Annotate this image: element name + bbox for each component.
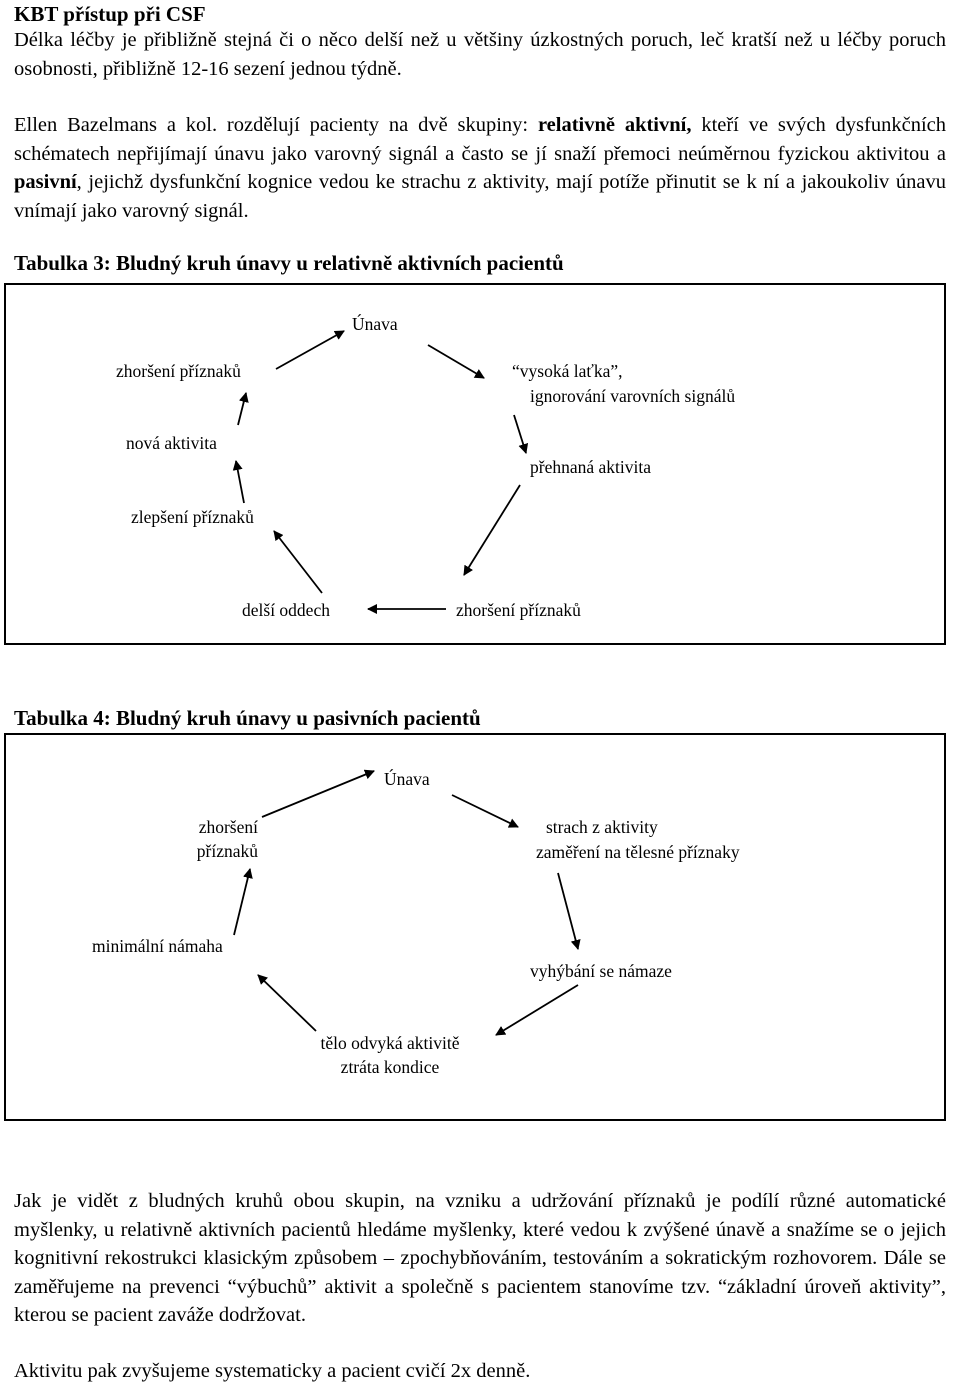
arrow-zhorseni-to-unava [261,769,375,818]
section-heading: KBT přístup při CSF [14,2,206,26]
arrow-zamereni-to-vyhybani [557,872,581,950]
table3-diagram: Únava zhoršení příznaků “vysoká laťka”, … [4,283,946,645]
table4-diagram: Únava zhoršení příznaků strach z aktivit… [4,733,946,1121]
table3-caption: Tabulka 3: Bludný kruh únavy u relativně… [14,251,564,275]
arrow-nova-to-zhorseni [237,392,249,426]
node-minimalni: minimální námaha [92,936,223,956]
node-nova-aktivita: nová aktivita [126,433,217,453]
node-zhorseni-top: zhoršení příznaků [116,361,241,381]
node-telo: tělo odvyká aktivitě ztráta kondice [304,1031,476,1079]
node-zamereni: zaměření na tělesné příznaky [536,842,740,862]
table3-arrows [232,330,529,614]
node-telo-line1: tělo odvyká aktivitě [320,1033,460,1053]
node-unava: Únava [384,769,430,789]
node-zhorseni: zhoršení příznaků [182,815,258,863]
arrow-zlepseni-to-nova [232,460,245,504]
closing-paragraph-1: Jak je vidět z bludných kruhů obou skupi… [14,1190,946,1326]
arrow-zhorseni-to-unava [275,330,345,370]
node-prehnana: přehnaná aktivita [530,457,651,477]
intro-text-e: , jejichž dysfunkční kognice vedou ke st… [14,171,946,222]
arrow-unava-to-latka [427,344,485,379]
intro-text-a: Ellen Bazelmans a kol. rozdělují pacient… [14,114,538,136]
node-vysoka-latka: “vysoká laťka”, [512,361,623,381]
intro-text-c: kteří ve svých dysfunkčních schématech n… [14,114,946,165]
node-telo-line2: ztráta kondice [340,1057,440,1077]
intro-paragraph-2: Ellen Bazelmans a kol. rozdělují pacient… [14,111,946,225]
arrow-unava-to-strach [451,794,519,828]
node-delsi-oddech: delší oddech [242,600,330,620]
table4-caption: Tabulka 4: Bludný kruh únavy u pasivních… [14,706,481,730]
table4-arrows [233,769,581,1036]
arrow-oddech-to-zlepseni [273,530,323,594]
node-unava: Únava [352,314,398,334]
closing-paragraph-2: Aktivitu pak zvyšujeme systematicky a pa… [14,1360,531,1382]
node-zhorseni-line2: příznaků [196,841,258,861]
node-ignorovani: ignorování varovních signálů [530,386,736,406]
arrow-prehnana-to-zhorseni [463,484,521,576]
intro-paragraph-1: Délka léčby je přibližně stejná či o něc… [14,29,946,80]
arrow-vyhybani-to-telo [495,984,579,1036]
term-relative-active: relativně aktivní, [537,114,692,136]
node-zlepseni: zlepšení příznaků [131,507,254,527]
node-strach: strach z aktivity [546,817,658,837]
node-vyhybani: vyhýbání se námaze [530,961,672,981]
arrow-minimalni-to-zhorseni [233,868,253,936]
arrow-telo-to-minimalni [257,974,317,1032]
term-passive: pasivní [14,171,77,193]
arrow-ignorovani-to-prehnana [513,414,529,454]
node-zhorseni-bottom: zhoršení příznaků [456,600,581,620]
node-zhorseni-line1: zhoršení [198,817,258,837]
